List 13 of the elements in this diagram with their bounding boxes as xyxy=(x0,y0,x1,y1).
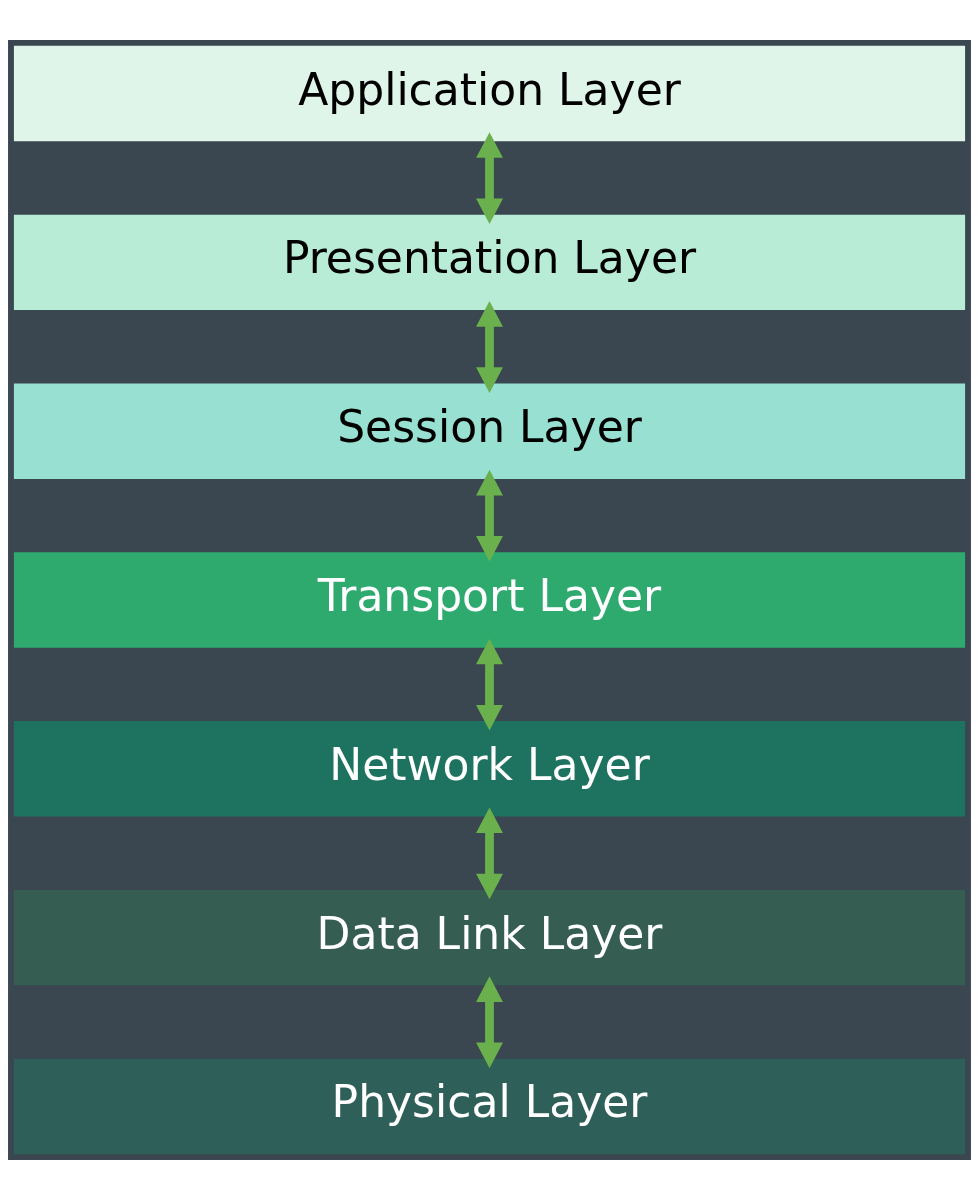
node-box: Network Layer xyxy=(13,720,966,816)
node-box: Application Layer xyxy=(13,45,966,141)
node-box: Data Link Layer xyxy=(13,889,966,985)
node-box: Physical Layer xyxy=(13,1058,966,1154)
arrow xyxy=(476,469,503,562)
arrow xyxy=(476,806,503,899)
arrow xyxy=(476,131,503,224)
arrow xyxy=(476,300,503,393)
node-box: Presentation Layer xyxy=(13,214,966,310)
node-box: Transport Layer xyxy=(13,551,966,648)
node-box: Session Layer xyxy=(13,383,966,479)
arrow xyxy=(476,638,503,730)
arrow xyxy=(476,975,503,1068)
